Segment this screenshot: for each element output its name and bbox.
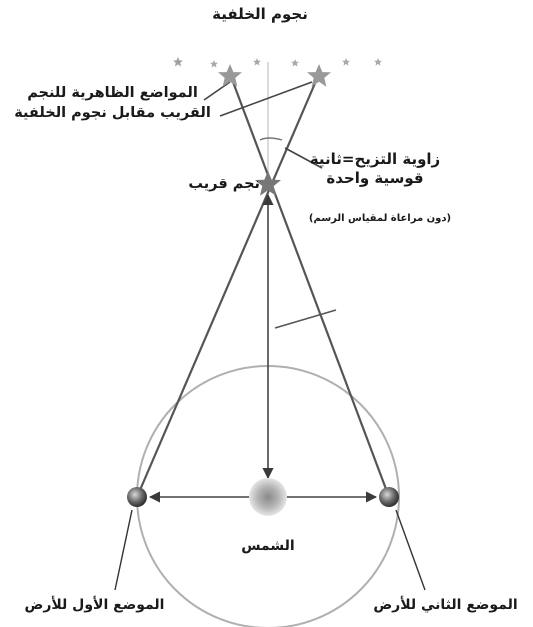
small-star-icon [253, 58, 261, 66]
apparent-positions-line-1: المواضع الظاهرية للنجم [5, 84, 220, 104]
background-stars [173, 57, 382, 68]
small-star-icon [291, 59, 299, 67]
parallax-angle-label: زاوية التزيح=ثانية قوسية واحدة [300, 150, 450, 188]
nearby-star-label: نجم قريب [170, 176, 260, 193]
background-stars-label: نجوم الخلفية [175, 6, 345, 23]
small-star-icon [173, 57, 183, 67]
distance-tick [275, 310, 336, 328]
parallax-angle-arc [260, 138, 282, 140]
earth-position-1-label: الموضع الأول للأرض [2, 597, 187, 613]
earth-position-2-label: الموضع الثاني للأرض [358, 597, 533, 613]
small-star-icon [342, 58, 350, 66]
sun-label: الشمس [228, 538, 308, 554]
small-star-icon [210, 60, 218, 68]
parallax-angle-line-1: زاوية التزيح=ثانية [300, 150, 450, 169]
earth-icon [379, 487, 399, 507]
apparent-positions-label: المواضع الظاهرية للنجم القريب مقابل نجوم… [5, 84, 220, 123]
sight-line-2 [230, 74, 389, 497]
star-icon [307, 64, 331, 87]
leader-earth-1 [115, 510, 132, 590]
star-icon [218, 64, 242, 87]
apparent-positions-line-2: القريب مقابل نجوم الخلفية [5, 104, 220, 124]
parallax-angle-line-2: قوسية واحدة [300, 169, 450, 188]
leader-earth-2 [396, 510, 425, 590]
earth-icon [127, 487, 147, 507]
small-star-icon [374, 58, 382, 66]
sight-line-1 [137, 74, 319, 497]
sun-icon [249, 478, 287, 516]
not-to-scale-note: (دون مراعاة لمقياس الرسم) [290, 213, 470, 225]
